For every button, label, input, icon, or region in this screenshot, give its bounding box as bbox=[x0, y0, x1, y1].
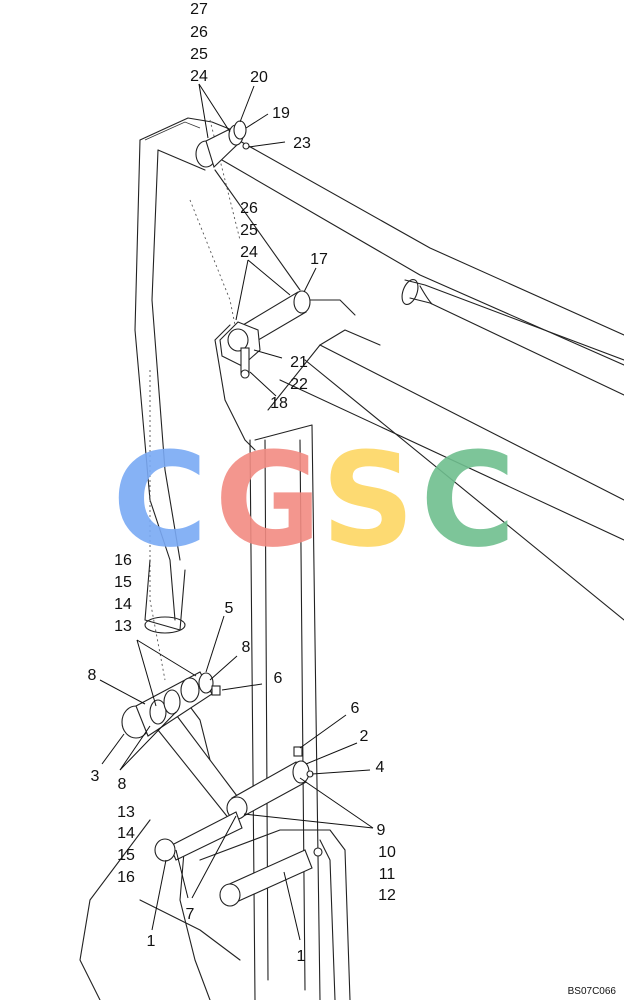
drawing-code: BS07C066 bbox=[568, 986, 617, 997]
bottom-pin-assembly bbox=[154, 838, 323, 907]
callout-24: 24 bbox=[190, 68, 208, 85]
callout-14: 14 bbox=[114, 596, 132, 613]
callout-19: 19 bbox=[272, 105, 290, 122]
callout-15: 15 bbox=[114, 574, 132, 591]
callout-13: 13 bbox=[117, 804, 135, 821]
callout-1: 1 bbox=[297, 948, 306, 965]
watermark: C G S C bbox=[112, 424, 515, 576]
leader-lines bbox=[99, 83, 374, 941]
callout-18: 18 bbox=[270, 395, 288, 412]
callout-21: 21 bbox=[290, 354, 308, 371]
callout-10: 10 bbox=[378, 844, 396, 861]
callout-4: 4 bbox=[376, 759, 385, 776]
callout-17: 17 bbox=[310, 251, 328, 268]
callout-13: 13 bbox=[114, 618, 132, 635]
callout-16: 16 bbox=[117, 869, 135, 886]
watermark-letter-c2: C bbox=[420, 424, 515, 576]
callout-8: 8 bbox=[88, 667, 97, 684]
callout-25: 25 bbox=[240, 222, 258, 239]
callout-1: 1 bbox=[147, 933, 156, 950]
callout-5: 5 bbox=[225, 600, 234, 617]
middle-pin-assembly bbox=[219, 290, 311, 379]
callout-7: 7 bbox=[186, 906, 195, 923]
callout-2: 2 bbox=[360, 728, 369, 745]
callout-25: 25 bbox=[190, 46, 208, 63]
watermark-letter-g: G bbox=[215, 424, 322, 576]
callout-8: 8 bbox=[118, 776, 127, 793]
callout-14: 14 bbox=[117, 825, 135, 842]
callout-26: 26 bbox=[240, 200, 258, 217]
callout-27: 27 bbox=[190, 1, 208, 18]
callout-8: 8 bbox=[242, 639, 251, 656]
callout-12: 12 bbox=[378, 887, 396, 904]
callout-26: 26 bbox=[190, 24, 208, 41]
callout-22: 22 bbox=[290, 376, 308, 393]
callout-9: 9 bbox=[377, 822, 386, 839]
callout-23: 23 bbox=[293, 135, 311, 152]
boom-structure bbox=[79, 117, 624, 1000]
callout-6: 6 bbox=[274, 670, 283, 687]
callout-16: 16 bbox=[114, 552, 132, 569]
watermark-letter-c1: C bbox=[112, 424, 207, 576]
top-pin-assembly bbox=[195, 120, 250, 169]
callout-labels: 27 26 25 24 20 19 23 26 25 24 17 21 22 1… bbox=[88, 1, 396, 965]
right-lower-pin-assembly bbox=[169, 746, 314, 861]
callout-24: 24 bbox=[240, 244, 258, 261]
callout-15: 15 bbox=[117, 847, 135, 864]
left-pin-assembly bbox=[121, 671, 221, 739]
watermark-letter-s: S bbox=[321, 424, 415, 576]
callout-6: 6 bbox=[351, 700, 360, 717]
callout-3: 3 bbox=[91, 768, 100, 785]
callout-20: 20 bbox=[250, 69, 268, 86]
callout-11: 11 bbox=[379, 866, 396, 883]
